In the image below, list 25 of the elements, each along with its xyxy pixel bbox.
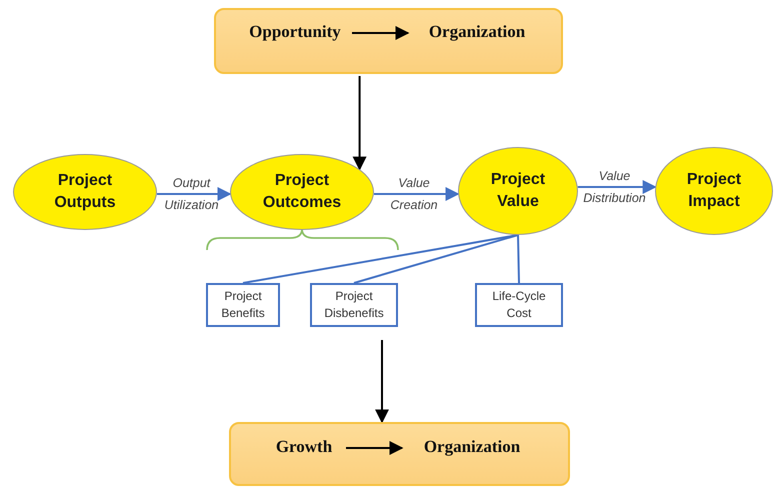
- arrow: [375, 340, 389, 424]
- organization-box: [214, 8, 563, 74]
- stage-ellipse: Project Outcomes: [230, 154, 374, 230]
- arrow: [374, 187, 460, 201]
- arrow: [156, 187, 232, 201]
- arrow: [346, 441, 404, 455]
- arrow: [578, 180, 657, 194]
- edge-label: Value Distribution: [583, 168, 646, 207]
- component-box: Project Disbenefits: [310, 283, 398, 327]
- arrow: [352, 26, 410, 40]
- stage-ellipse: Project Outputs: [13, 154, 157, 230]
- connector-line: [517, 234, 520, 284]
- component-box: Project Benefits: [206, 283, 280, 327]
- connector-line: [354, 234, 518, 284]
- stage-ellipse: Project Value: [458, 147, 578, 235]
- stage-text: Organization: [418, 20, 536, 44]
- stage-text: Growth: [264, 435, 344, 459]
- edge-label: Output Utilization: [164, 175, 219, 214]
- stage-text: Opportunity: [240, 20, 350, 44]
- stage-text: Organization: [412, 435, 532, 459]
- stage-ellipse: Project Impact: [655, 147, 773, 235]
- organization-box: [229, 422, 570, 486]
- edge-label: Value Creation: [390, 175, 438, 214]
- arrow: [352, 76, 367, 171]
- component-box: Life-Cycle Cost: [475, 283, 563, 327]
